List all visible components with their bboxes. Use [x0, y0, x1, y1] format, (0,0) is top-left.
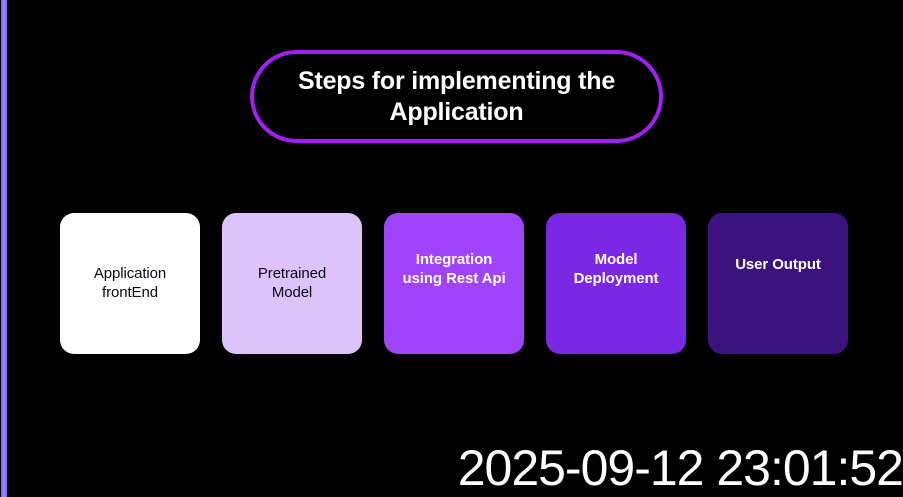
left-accent-stripe-highlight: [3, 0, 5, 497]
timestamp-overlay: 2025-09-12 23:01:52: [457, 440, 903, 496]
left-accent-stripe: [1, 0, 7, 497]
step-card-integration-rest-api[interactable]: Integration using Rest Api: [384, 213, 524, 354]
step-card-user-output[interactable]: User Output: [708, 213, 848, 354]
step-card-model-deployment[interactable]: Model Deployment: [546, 213, 686, 354]
step-card-label: Pretrained Model: [257, 265, 327, 301]
step-card-pretrained-model[interactable]: Pretrained Model: [222, 213, 362, 354]
step-card-application-frontend[interactable]: Application frontEnd: [60, 213, 200, 354]
steps-row: Application frontEnd Pretrained Model In…: [60, 213, 851, 354]
step-card-label: User Output: [735, 256, 821, 274]
page-title: Steps for implementing the Application: [297, 67, 616, 126]
step-card-label: Integration using Rest Api: [402, 251, 506, 287]
step-card-label: Application frontEnd: [93, 265, 167, 301]
step-card-label: Model Deployment: [573, 251, 659, 287]
title-pill: Steps for implementing the Application: [250, 50, 663, 143]
